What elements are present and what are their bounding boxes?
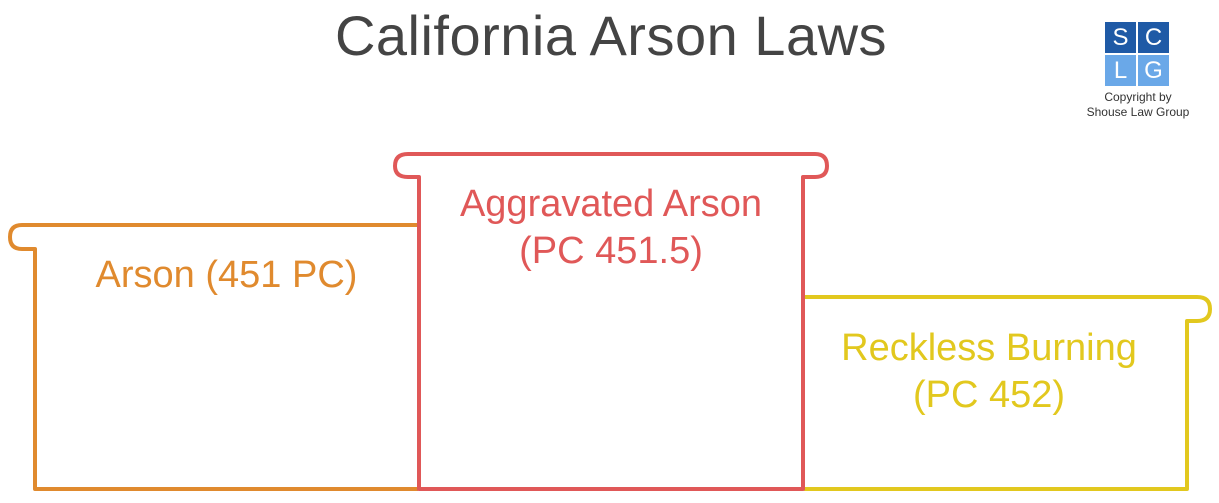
logo-caption-line2: Shouse Law Group (1086, 105, 1190, 119)
arson-label-line1: Arson (451 PC) (95, 254, 358, 296)
arson-label: Arson (451 PC) (35, 252, 418, 299)
page-title: California Arson Laws (334, 4, 888, 67)
logo-letter-s: S (1105, 22, 1136, 53)
aggravated-arson-label: Aggravated Arson (PC 451.5) (419, 181, 803, 275)
arson-block (8, 223, 418, 491)
logo-letter-g: G (1138, 55, 1169, 86)
logo-caption: Copyright by Shouse Law Group (1082, 90, 1194, 120)
aggravated-arson-label-line2: (PC 451.5) (519, 230, 703, 272)
reckless-burning-label-line2: (PC 452) (912, 374, 1066, 416)
aggravated-arson-label-line1: Aggravated Arson (459, 183, 763, 225)
reckless-burning-label-line1: Reckless Burning (841, 327, 1137, 369)
logo-grid: S C L G (1105, 22, 1169, 86)
logo-caption-line1: Copyright by (1104, 90, 1172, 104)
reckless-burning-block (804, 295, 1212, 491)
aggravated-arson-block (393, 152, 829, 491)
logo-letter-l: L (1105, 55, 1136, 86)
logo-letter-c: C (1138, 22, 1169, 53)
reckless-burning-label: Reckless Burning (PC 452) (804, 325, 1174, 419)
